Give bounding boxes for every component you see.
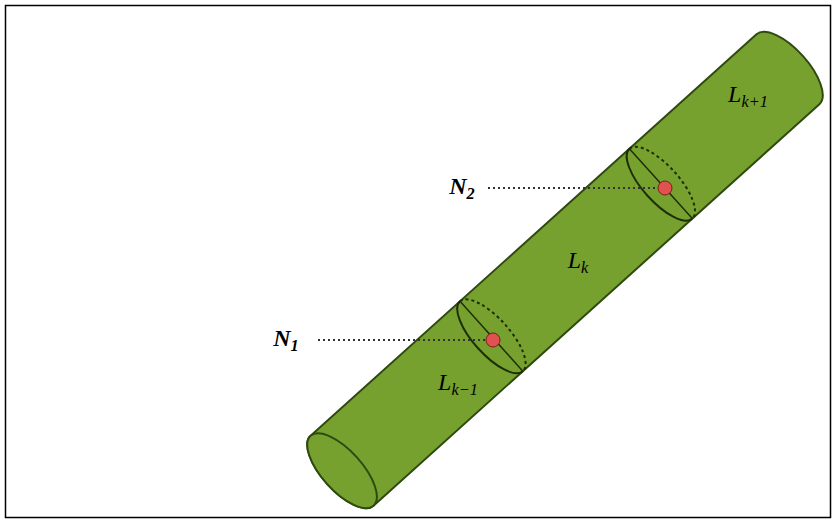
section-front — [616, 149, 692, 231]
section-diameter — [629, 149, 692, 219]
segment-label: Lk−1 — [438, 370, 478, 398]
node-dot — [658, 181, 672, 195]
leader-line — [318, 339, 485, 341]
cylinder-body — [296, 21, 835, 519]
end-cap — [296, 422, 389, 519]
section-back — [460, 289, 536, 371]
segment-label: Lk+1 — [728, 82, 768, 110]
node-label: N1 — [273, 326, 299, 354]
leader-line — [488, 187, 657, 189]
node-dot — [486, 333, 500, 347]
node-label: N2 — [449, 174, 475, 202]
segment-label: Lk — [568, 248, 589, 276]
section-front — [447, 301, 523, 383]
section-back — [629, 137, 705, 219]
section-diameter — [460, 301, 523, 371]
